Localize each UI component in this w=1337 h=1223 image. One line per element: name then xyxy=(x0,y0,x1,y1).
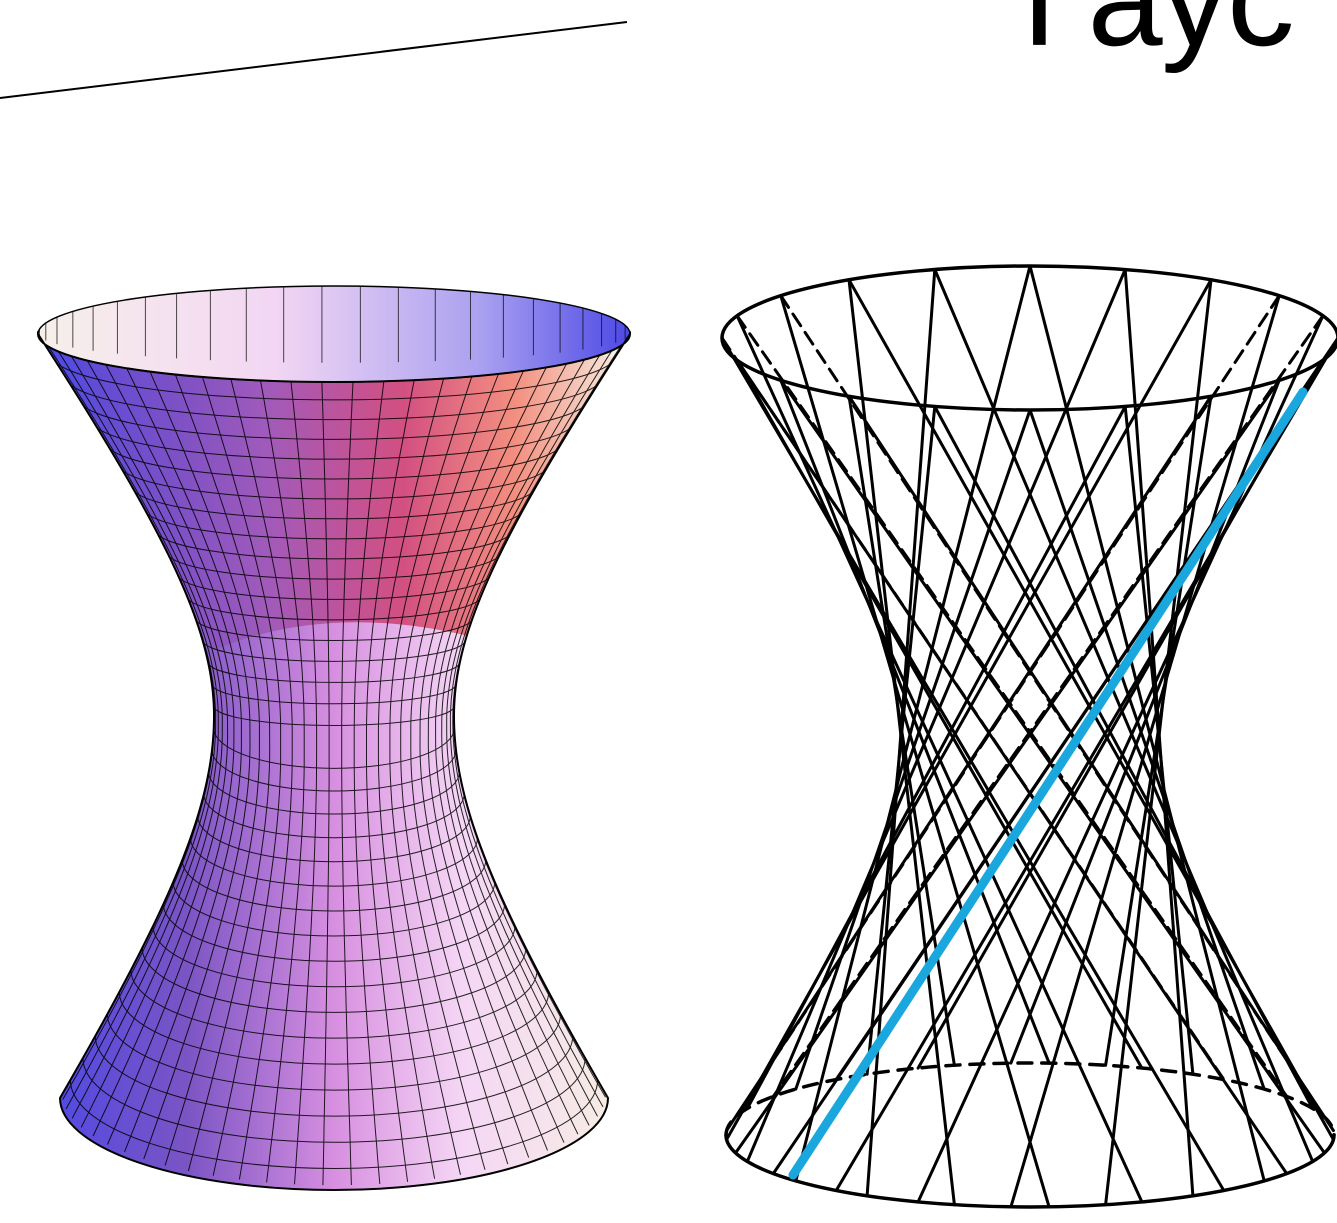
slide-title: Гаус xyxy=(1022,0,1295,74)
highlighted-ruling-line xyxy=(788,387,1308,1180)
wireframe-hyperboloid-figure xyxy=(720,264,1337,1209)
slide-divider-line xyxy=(0,21,628,99)
hyperboloid-surface-figure xyxy=(36,285,632,1191)
